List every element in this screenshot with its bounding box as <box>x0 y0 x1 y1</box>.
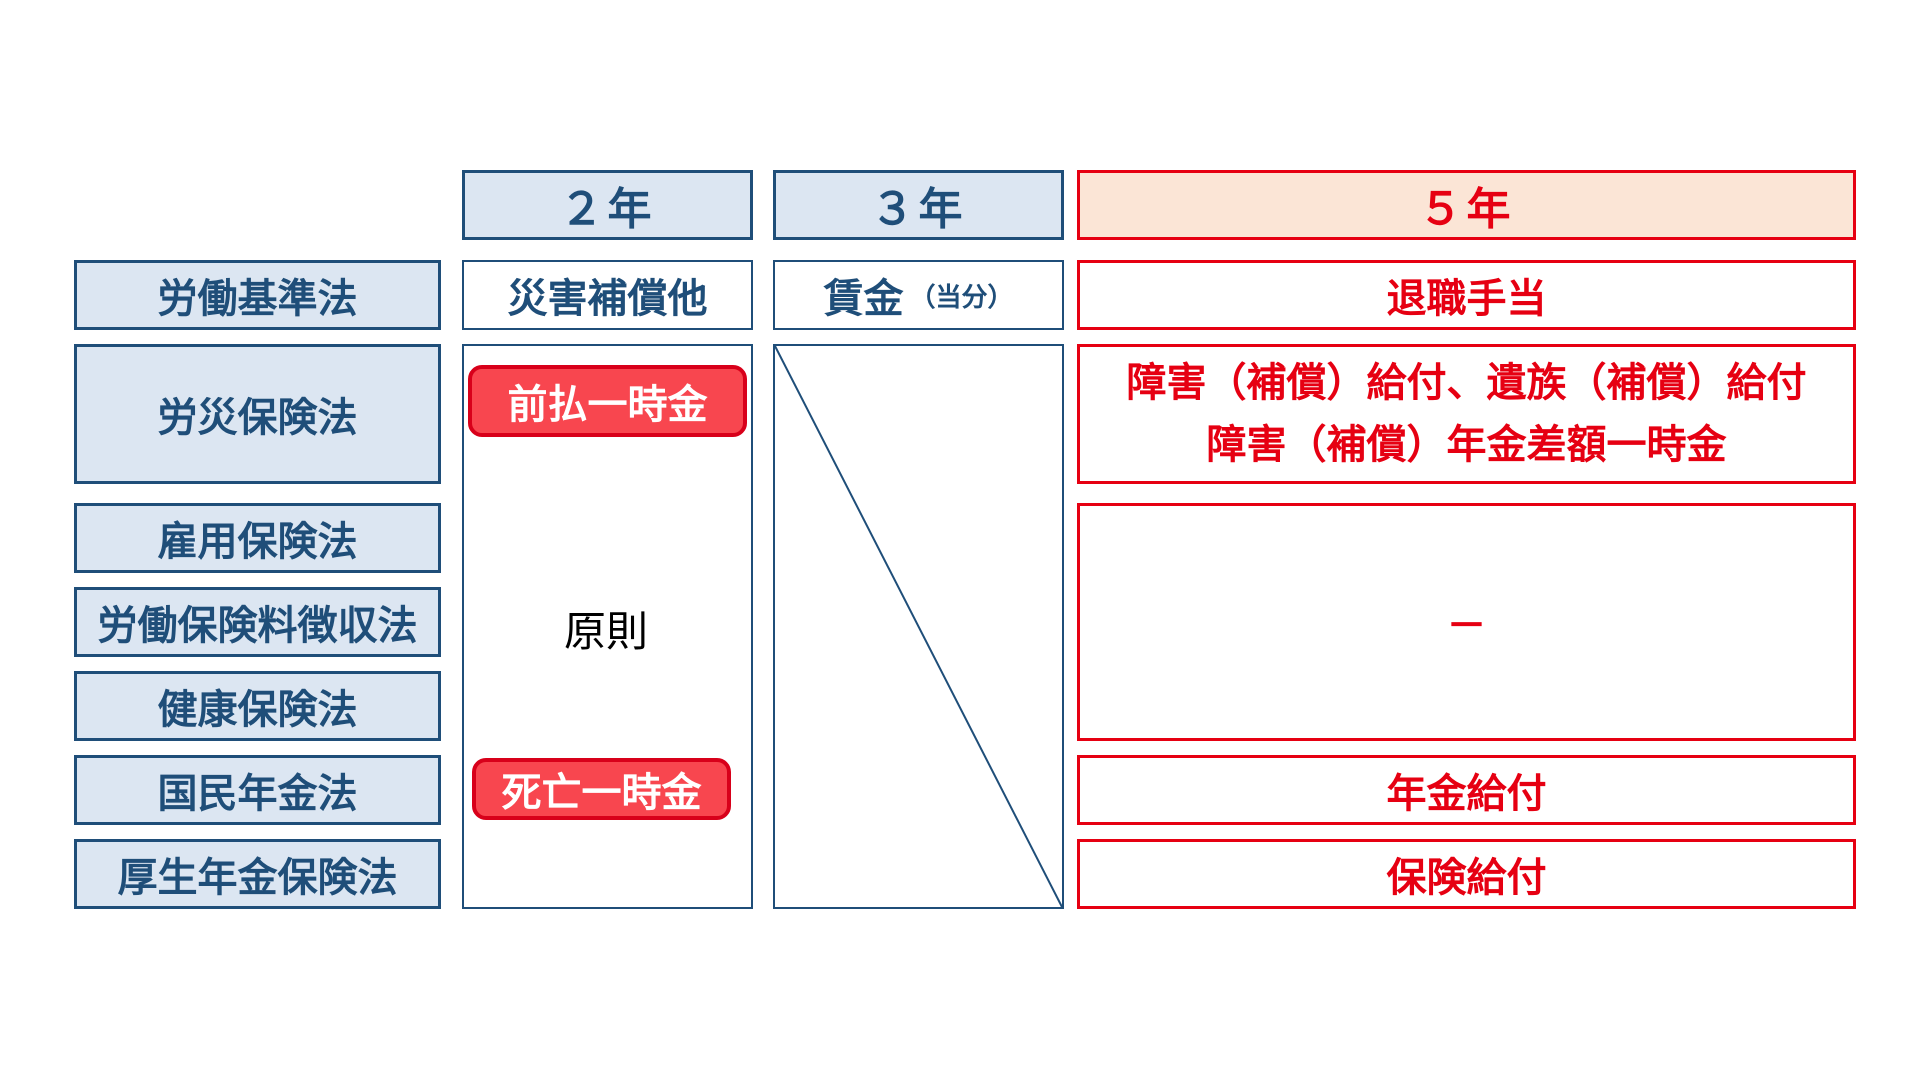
cell-national-pension-5y: 年金給付 <box>1077 755 1856 825</box>
law-label: 労災保険法 <box>157 395 358 441</box>
law-label: 健康保険法 <box>157 687 358 733</box>
highlight-death-lump-sum: 死亡一時金 <box>472 758 731 820</box>
law-employee-pension: 厚生年金保険法 <box>74 839 441 909</box>
cell-text: 退職手当 <box>1386 276 1547 322</box>
law-labour-standards: 労働基準法 <box>74 260 441 330</box>
diagonal-strike <box>775 346 1062 907</box>
header-2-years-label: ２年 <box>559 184 656 235</box>
cell-none-5y: － <box>1077 503 1856 741</box>
law-label: 国民年金法 <box>157 771 358 817</box>
header-5-years: ５年 <box>1077 170 1856 240</box>
header-2-years: ２年 <box>462 170 753 240</box>
cell-labour-standards-2y: 災害補償他 <box>462 260 753 330</box>
cell-text: 保険給付 <box>1386 855 1547 901</box>
cell-workers-comp-5y: 障害（補償）給付、遺族（補償）給付 障害（補償）年金差額一時金 <box>1077 344 1856 484</box>
law-employment-insurance: 雇用保険法 <box>74 503 441 573</box>
cell-employee-pension-5y: 保険給付 <box>1077 839 1856 909</box>
law-label: 厚生年金保険法 <box>117 855 398 901</box>
header-3-years: ３年 <box>773 170 1064 240</box>
cell-text: 賃金 <box>823 276 904 322</box>
law-labour-insurance-collection: 労働保険料徴収法 <box>74 587 441 657</box>
law-label: 労働保険料徴収法 <box>97 603 418 649</box>
cell-note: （当分） <box>909 282 1014 313</box>
rule-label: 原則 <box>564 607 649 656</box>
cell-3y-not-applicable <box>773 344 1064 909</box>
cell-text: 災害補償他 <box>507 276 708 322</box>
cell-text-line2: 障害（補償）年金差額一時金 <box>1206 422 1727 468</box>
cell-text: 年金給付 <box>1386 771 1547 817</box>
dash-mark: － <box>1446 603 1487 649</box>
law-label: 労働基準法 <box>157 276 358 322</box>
cell-labour-standards-5y: 退職手当 <box>1077 260 1856 330</box>
header-5-years-label: ５年 <box>1418 184 1515 235</box>
law-workers-comp: 労災保険法 <box>74 344 441 484</box>
law-label: 雇用保険法 <box>157 519 358 565</box>
law-national-pension: 国民年金法 <box>74 755 441 825</box>
law-health-insurance: 健康保険法 <box>74 671 441 741</box>
header-3-years-label: ３年 <box>870 184 967 235</box>
highlight-text: 死亡一時金 <box>501 770 702 816</box>
cell-text-line1: 障害（補償）給付、遺族（補償）給付 <box>1126 360 1807 406</box>
highlight-advance-lump-sum: 前払一時金 <box>468 365 747 437</box>
highlight-text: 前払一時金 <box>507 382 708 428</box>
cell-labour-standards-3y: 賃金（当分） <box>773 260 1064 330</box>
